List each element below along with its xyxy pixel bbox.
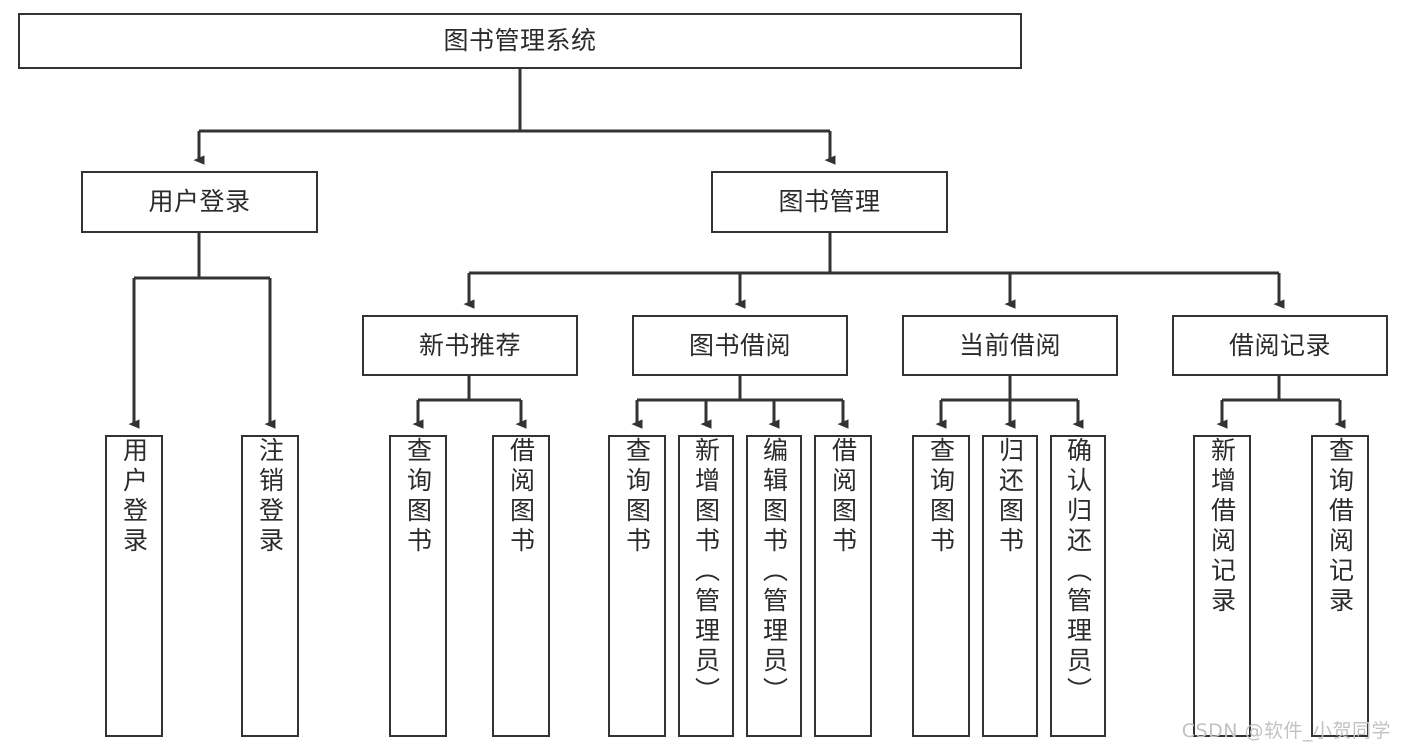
node-current-borrowing[interactable]: 当前借阅 (902, 315, 1118, 376)
leaf-add-book-admin[interactable]: 新增图书（管理员） (678, 435, 734, 737)
leaf-edit-book-admin[interactable]: 编辑图书（管理员） (746, 435, 802, 737)
node-label: 查询图书 (926, 437, 956, 557)
leaf-borrow-book[interactable]: 借阅图书 (814, 435, 872, 737)
node-label: 新增图书（管理员） (691, 437, 721, 707)
node-label: 查询图书 (622, 437, 652, 557)
node-user-login[interactable]: 用户登录 (81, 171, 318, 233)
leaf-add-borrow-record[interactable]: 新增借阅记录 (1193, 435, 1251, 737)
node-label: 注销登录 (255, 437, 285, 557)
node-root-book-management-system[interactable]: 图书管理系统 (18, 13, 1022, 69)
node-label: 图书管理系统 (443, 26, 597, 56)
node-borrow-record[interactable]: 借阅记录 (1172, 315, 1388, 376)
leaf-query-book-borrow[interactable]: 查询图书 (608, 435, 666, 737)
node-new-book-recommendation[interactable]: 新书推荐 (362, 315, 578, 376)
leaf-query-book-current[interactable]: 查询图书 (912, 435, 970, 737)
node-label: 借阅图书 (828, 437, 858, 557)
leaf-return-book[interactable]: 归还图书 (982, 435, 1038, 737)
node-label: 借阅图书 (506, 437, 536, 557)
node-book-borrowing[interactable]: 图书借阅 (632, 315, 848, 376)
leaf-borrow-book-new[interactable]: 借阅图书 (492, 435, 550, 737)
leaf-query-book-new[interactable]: 查询图书 (389, 435, 447, 737)
leaf-confirm-return-admin[interactable]: 确认归还（管理员） (1050, 435, 1106, 737)
node-label: 借阅记录 (1228, 330, 1331, 360)
node-label: 新增借阅记录 (1207, 437, 1237, 617)
node-label: 归还图书 (995, 437, 1025, 557)
node-label: 确认归还（管理员） (1063, 437, 1093, 707)
node-label: 新书推荐 (418, 330, 521, 360)
node-label: 当前借阅 (958, 330, 1061, 360)
watermark-text: CSDN @软件_小贺同学 (1181, 720, 1391, 742)
node-label: 查询图书 (403, 437, 433, 557)
leaf-logout[interactable]: 注销登录 (241, 435, 299, 737)
node-label: 图书借阅 (688, 330, 791, 360)
node-label: 图书管理 (778, 187, 881, 217)
node-label: 用户登录 (148, 187, 251, 217)
leaf-query-borrow-record[interactable]: 查询借阅记录 (1311, 435, 1369, 737)
node-book-management[interactable]: 图书管理 (711, 171, 948, 233)
leaf-user-login[interactable]: 用户登录 (105, 435, 163, 737)
node-label: 用户登录 (119, 437, 149, 557)
node-label: 查询借阅记录 (1325, 437, 1355, 617)
node-label: 编辑图书（管理员） (759, 437, 789, 707)
